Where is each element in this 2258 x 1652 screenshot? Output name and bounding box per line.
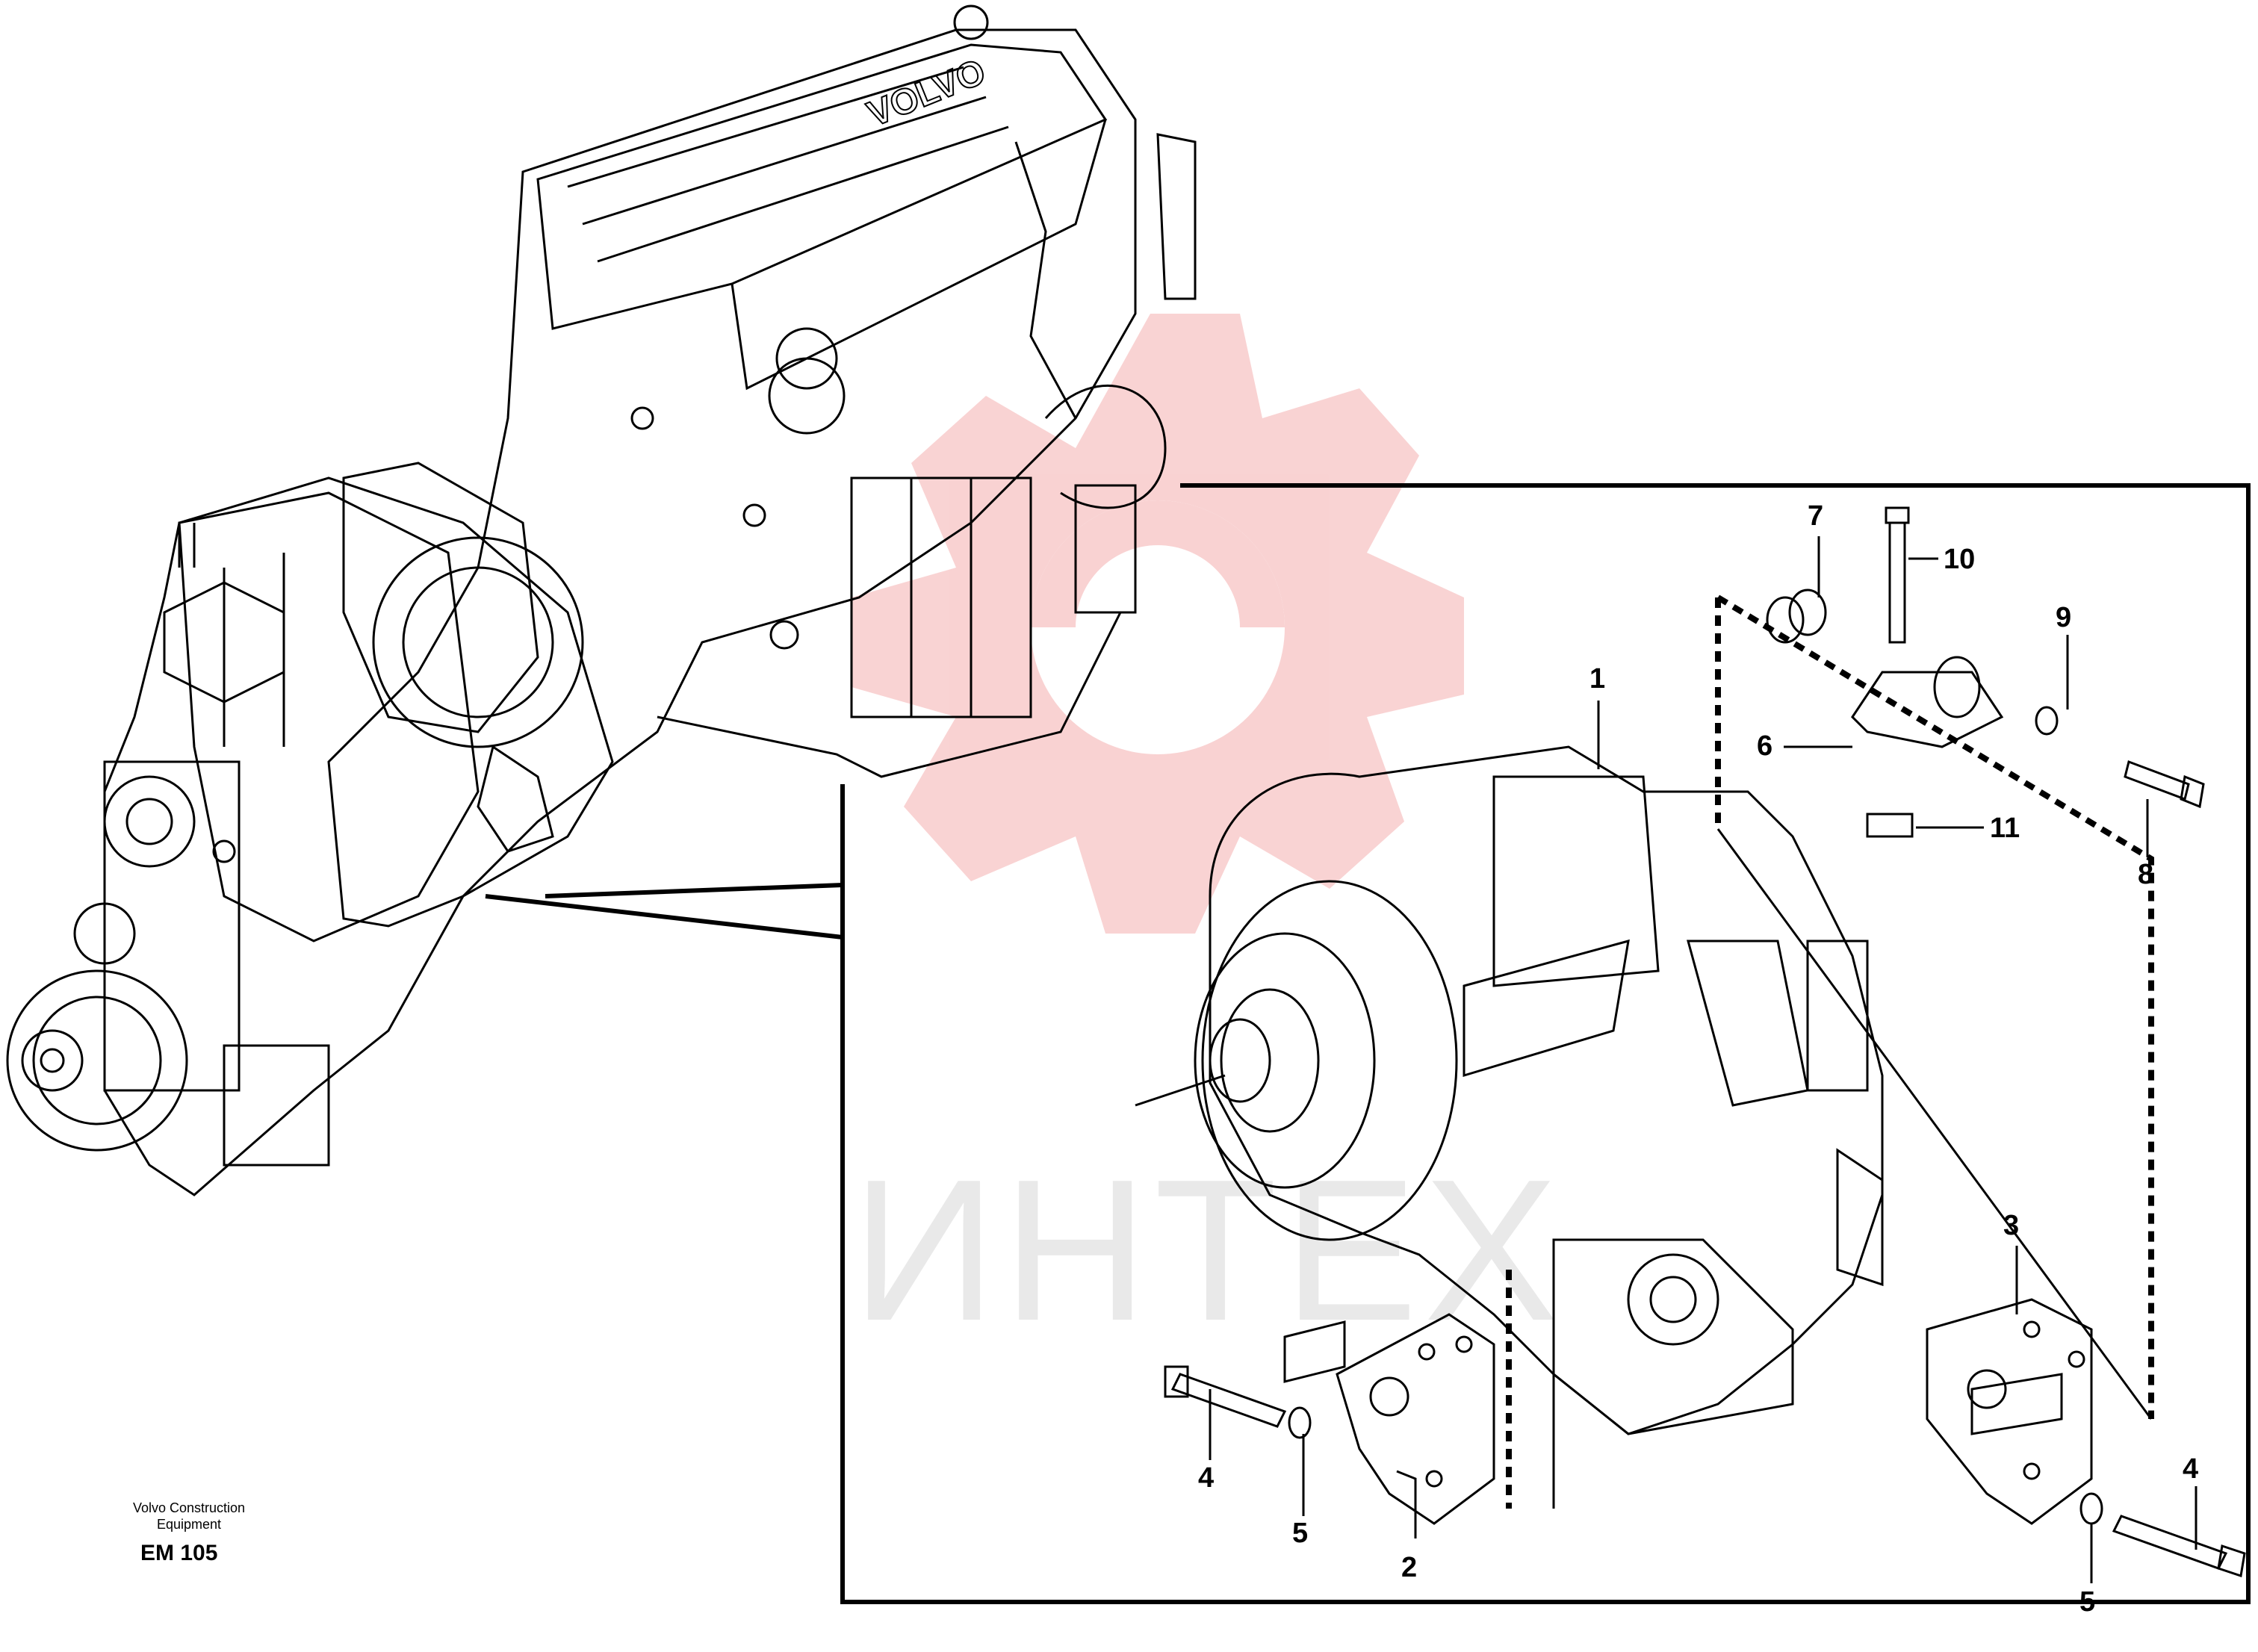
callout-10: 10	[1944, 544, 1976, 575]
detail-frame	[485, 483, 2251, 1604]
bracket-6	[1851, 656, 2004, 748]
engine-assembly	[327, 4, 1197, 928]
mount-bracket-2	[1283, 1313, 1495, 1525]
publisher-caption: Volvo Construction Equipment	[111, 1500, 267, 1533]
callout-7: 7	[1808, 500, 1824, 532]
callout-8: 8	[2138, 859, 2154, 890]
document-id: EM 105	[140, 1541, 218, 1565]
callout-4-right: 4	[2183, 1453, 2199, 1485]
watermark-gear-logo	[852, 314, 1464, 934]
transmission-assembly	[6, 462, 614, 1196]
mount-bracket-3	[1926, 1298, 2093, 1525]
bolt-10	[1885, 506, 1910, 644]
callout-11: 11	[1990, 813, 2020, 844]
mount-group-upper	[1506, 594, 2154, 1509]
spacer-11	[1866, 813, 1914, 838]
callout-5-left: 5	[1292, 1518, 1309, 1549]
engine-brand-label: VOLVO	[862, 52, 990, 134]
publisher-line-1: Volvo Construction	[132, 1500, 246, 1515]
rubber-bushing-7	[1766, 589, 1827, 644]
bolt-8	[2124, 760, 2205, 809]
bolt-4-left	[1164, 1365, 1287, 1428]
bolt-4-right	[2112, 1515, 2246, 1577]
washer-5-right	[2079, 1492, 2103, 1525]
washer-5-left	[1288, 1406, 1312, 1439]
callout-4-left: 4	[1198, 1462, 1215, 1494]
publisher-line-2: Equipment	[156, 1517, 222, 1532]
callout-3: 3	[2003, 1210, 2020, 1241]
callout-2: 2	[1401, 1552, 1418, 1583]
callout-5-right: 5	[2079, 1586, 2096, 1618]
callout-9: 9	[2056, 602, 2072, 633]
leader-lines	[1209, 536, 2197, 1583]
callout-1: 1	[1589, 663, 1606, 695]
washer-9	[2035, 706, 2059, 736]
callout-6: 6	[1757, 730, 1773, 762]
